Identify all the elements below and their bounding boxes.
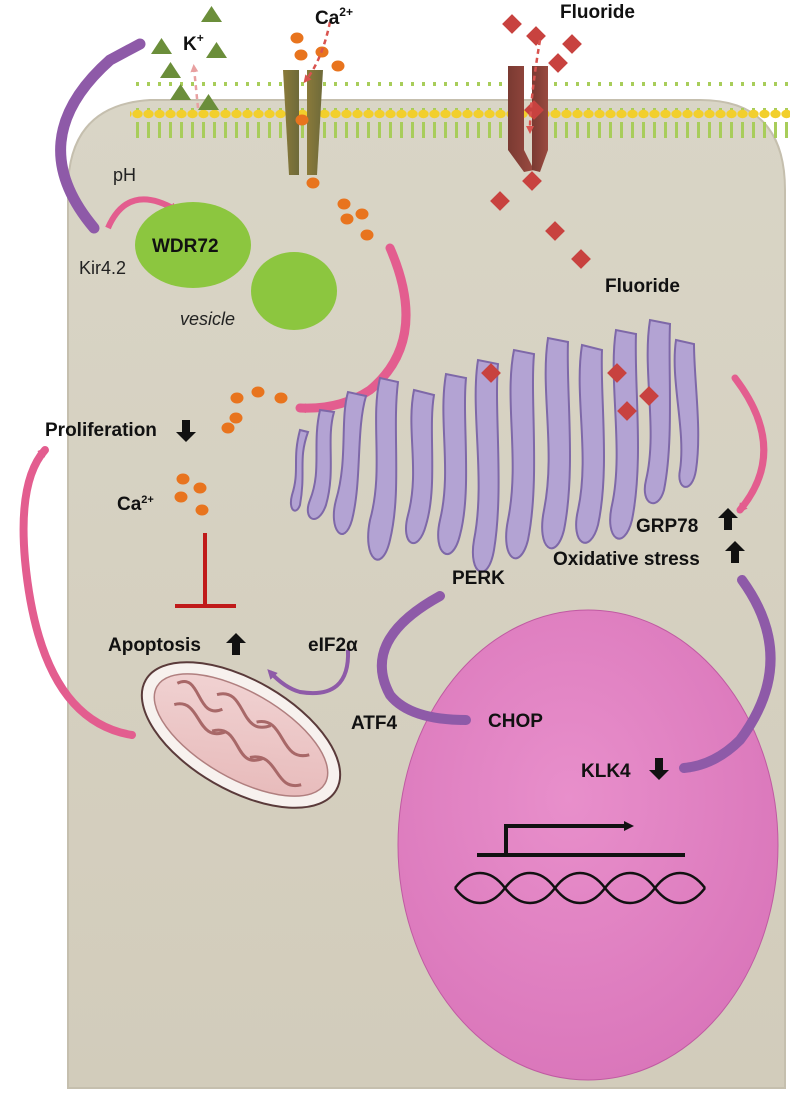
- fluoride-label-top: Fluoride: [560, 2, 635, 23]
- calcium-inhibits-apoptosis: [175, 533, 236, 608]
- perk-label: PERK: [452, 568, 505, 589]
- potassium-efflux-arrow: [190, 64, 200, 109]
- oxidative-up-arrow-icon: [725, 541, 745, 563]
- chop-label: CHOP: [488, 711, 543, 732]
- calcium-ions-intracellular: [306, 177, 374, 241]
- calcium-ions-released: [174, 386, 288, 516]
- perk-to-chop-arrow: [376, 591, 471, 725]
- ph-arrow: [105, 196, 180, 230]
- calcium-channel: [283, 70, 323, 175]
- mitochondria-to-proliferation-arrow: [19, 446, 136, 739]
- eif2a-label: eIF2α: [308, 635, 358, 656]
- oxidative-to-klk4-arrow: [679, 575, 776, 773]
- klk4-label: KLK4: [581, 761, 631, 782]
- ph-label: pH: [113, 165, 136, 185]
- nucleus: [397, 609, 779, 1081]
- calcium-label-mid: Ca2+: [117, 494, 154, 515]
- vesicle-label: vesicle: [180, 309, 235, 329]
- calcium-label-top: Ca2+: [315, 5, 353, 29]
- eif2a-to-mitochondria-arrow: [267, 649, 351, 696]
- cell-membrane: [130, 82, 790, 138]
- apoptosis-label: Apoptosis: [108, 635, 201, 656]
- wdr72-protein: [135, 202, 251, 288]
- proliferation-down-arrow-icon: [176, 420, 196, 442]
- fluoride-label-mid: Fluoride: [605, 276, 680, 297]
- endoplasmic-reticulum: [290, 318, 700, 573]
- atf4-label: ATF4: [351, 713, 398, 734]
- oxidative-stress-label: Oxidative stress: [553, 549, 700, 570]
- kir-to-potassium-arrow: [55, 38, 146, 234]
- apoptosis-up-arrow-icon: [226, 633, 246, 655]
- gene-promoter: [477, 821, 685, 857]
- er-fluoride-ions: [481, 363, 659, 421]
- vesicle: [251, 252, 337, 330]
- grp78-label: GRP78: [636, 516, 698, 537]
- klk4-down-arrow-icon: [649, 758, 669, 780]
- grp78-up-arrow-icon: [718, 508, 738, 530]
- fluoride-influx-arrow: [526, 39, 542, 134]
- dna-chromatin: [454, 871, 706, 905]
- calcium-ions-extracellular: [290, 32, 345, 126]
- kir42-label: Kir4.2: [79, 258, 126, 278]
- wdr72-label: WDR72: [152, 236, 219, 257]
- potassium-label: K+: [183, 31, 204, 55]
- mitochondrion: [140, 661, 342, 809]
- calcium-influx-arrow: [303, 21, 332, 84]
- er-to-grp78-arrow: [731, 374, 768, 514]
- potassium-ions: [151, 6, 227, 110]
- fluoride-channel: [508, 66, 548, 172]
- proliferation-label: Proliferation: [45, 420, 157, 441]
